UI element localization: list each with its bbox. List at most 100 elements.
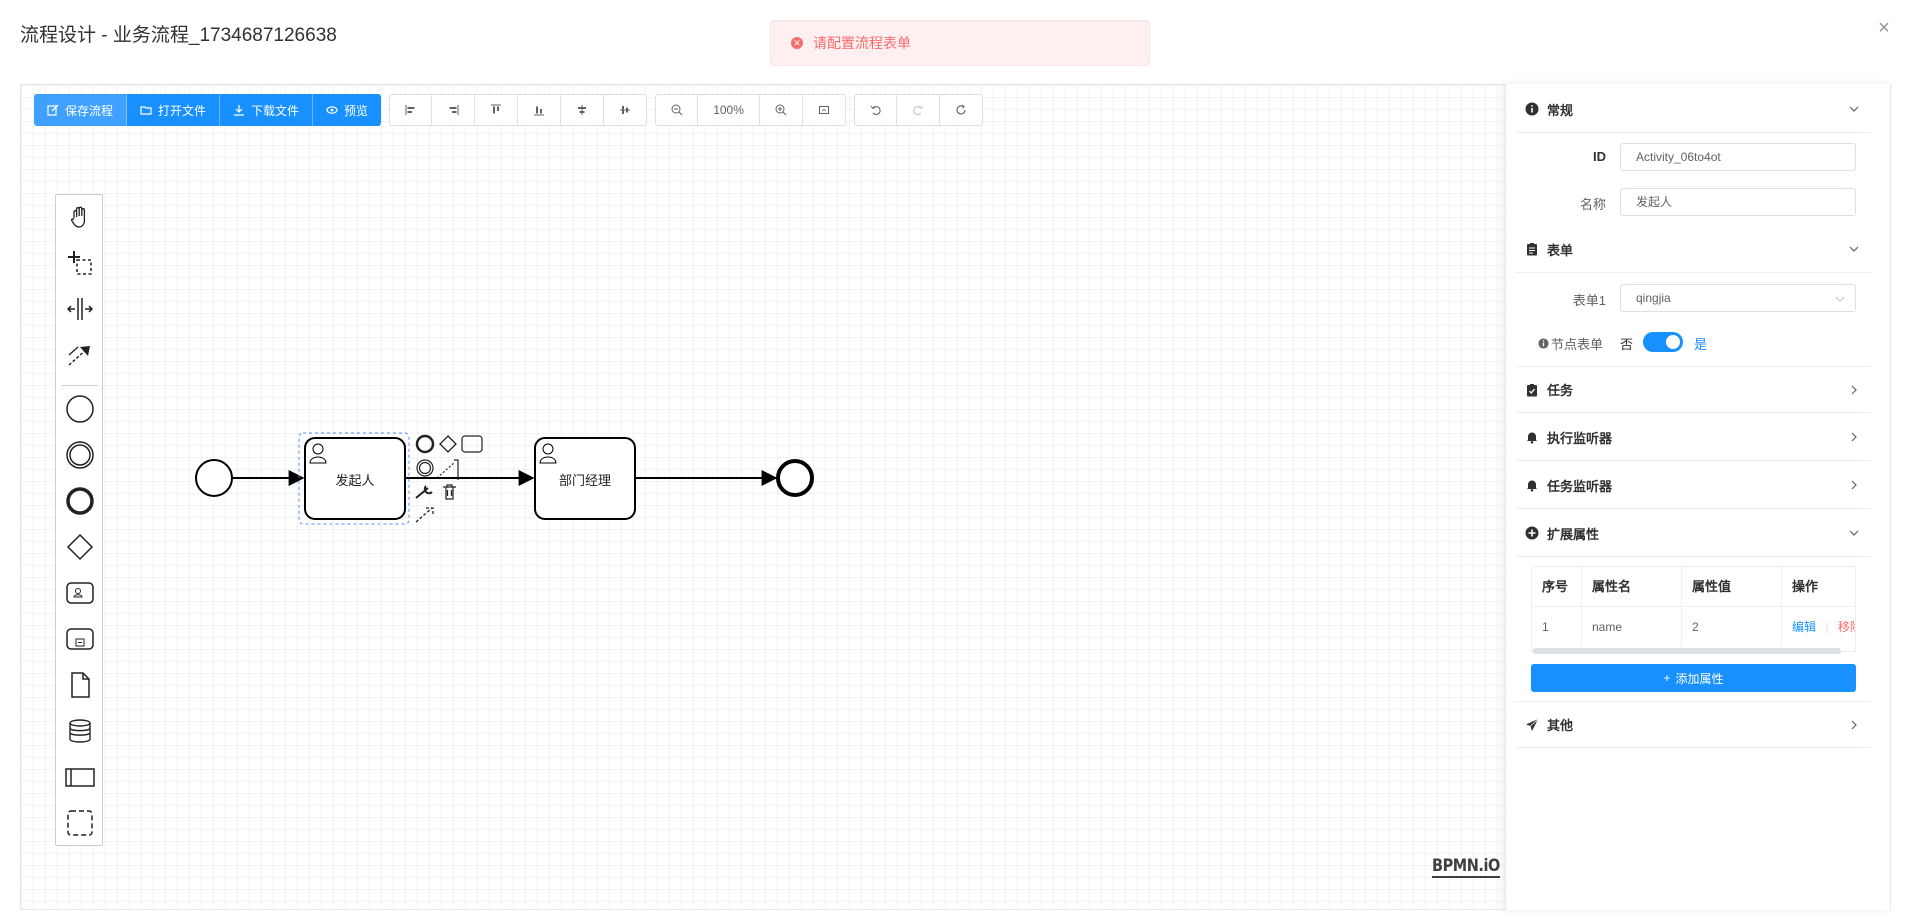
action-separator: | [1825, 620, 1829, 634]
undo-icon [870, 105, 881, 116]
col-header-index: 序号 [1532, 567, 1582, 607]
col-header-action: 操作 [1782, 567, 1855, 607]
name-label: 名称 [1579, 197, 1606, 212]
gateway-icon [66, 533, 94, 561]
align-bottom-icon [534, 106, 545, 116]
save-process-button[interactable]: 保存流程 [34, 94, 128, 126]
section-other-header[interactable]: 其他 [1515, 701, 1871, 748]
section-task-header[interactable]: 任务 [1515, 366, 1871, 413]
bpmn-io-logo[interactable]: BPMN.iO [1432, 856, 1500, 878]
create-data-store[interactable] [64, 715, 96, 747]
chevron-down-icon [1849, 106, 1859, 112]
zoom-out-icon [671, 104, 682, 116]
chevron-right-icon [1851, 720, 1857, 730]
align-top-button[interactable] [475, 94, 519, 126]
align-left-button[interactable] [389, 94, 433, 126]
create-subprocess[interactable] [64, 623, 96, 655]
download-file-label: 下载文件 [251, 103, 300, 118]
bpmn-canvas[interactable] [20, 84, 1510, 910]
zoom-out-button[interactable] [655, 94, 699, 126]
fit-viewport-button[interactable] [803, 94, 847, 126]
lasso-tool[interactable] [64, 247, 96, 279]
history-button-group [854, 94, 984, 126]
data-object-icon [71, 672, 90, 698]
section-ext-header[interactable]: 扩展属性 [1515, 510, 1871, 557]
create-end-event[interactable] [64, 485, 96, 517]
hand-icon [71, 206, 86, 228]
id-input[interactable]: Activity_06to4ot [1620, 143, 1856, 171]
eye-icon [326, 106, 338, 114]
align-bottom-button[interactable] [518, 94, 562, 126]
zoom-button-group: 100% [655, 94, 847, 126]
save-process-label: 保存流程 [65, 103, 114, 118]
chevron-down-icon [1835, 296, 1845, 302]
redo-button[interactable] [897, 94, 941, 126]
form1-select[interactable]: qingjia [1620, 284, 1856, 312]
fit-screen-icon [819, 106, 830, 114]
edit-icon [47, 104, 59, 116]
task-initiator-label: 发起人 [335, 473, 375, 488]
user-task-icon [66, 582, 94, 604]
create-intermediate-event[interactable] [64, 439, 96, 471]
space-tool[interactable] [64, 293, 96, 325]
node-form-label: 节点表单 [1551, 337, 1604, 352]
space-icon [66, 298, 94, 320]
remove-link[interactable]: 移除 [1837, 620, 1855, 634]
create-group[interactable] [64, 807, 96, 839]
node-form-switch[interactable] [1643, 332, 1683, 352]
palette-separator [62, 385, 98, 386]
section-task-title: 任务 [1547, 383, 1574, 398]
clipboard-icon [1525, 242, 1539, 256]
create-user-task[interactable] [64, 577, 96, 609]
chevron-right-icon [1851, 385, 1857, 395]
paper-plane-icon [1525, 718, 1539, 732]
cell-actions: 编辑 | 移除 [1782, 607, 1855, 647]
hand-tool[interactable] [64, 201, 96, 233]
create-data-object[interactable] [64, 669, 96, 701]
align-middle-icon [620, 106, 631, 114]
switch-off-label: 否 [1620, 337, 1634, 352]
zoom-in-button[interactable] [760, 94, 804, 126]
error-circle-icon: ✕ [791, 37, 803, 49]
section-form-header[interactable]: 表单 [1515, 226, 1871, 273]
cell-name: name [1582, 607, 1682, 647]
align-right-button[interactable] [432, 94, 476, 126]
plus-circle-icon [1525, 526, 1539, 540]
add-property-label: 添加属性 [1675, 671, 1724, 686]
close-icon[interactable]: × [1878, 17, 1890, 39]
reset-button[interactable] [940, 94, 984, 126]
lasso-icon [68, 251, 92, 275]
edit-link[interactable]: 编辑 [1792, 620, 1817, 634]
table-horizontal-scrollbar[interactable] [1533, 648, 1841, 654]
global-connect-tool[interactable] [64, 339, 96, 371]
align-right-icon [449, 105, 459, 115]
preview-button[interactable]: 预览 [313, 94, 382, 126]
align-center-button[interactable] [561, 94, 605, 126]
info-icon [1525, 102, 1539, 116]
align-middle-button[interactable] [604, 94, 648, 126]
download-file-button[interactable]: 下载文件 [220, 94, 314, 126]
add-property-button[interactable]: + 添加属性 [1531, 664, 1856, 692]
info-icon [1538, 338, 1549, 349]
undo-button[interactable] [854, 94, 898, 126]
section-exec-listener-header[interactable]: 执行监听器 [1515, 414, 1871, 461]
cell-value: 2 [1682, 607, 1782, 647]
chevron-right-icon [1851, 480, 1857, 490]
col-header-value: 属性值 [1682, 567, 1782, 607]
toast-message: 请配置流程表单 [813, 35, 911, 51]
id-label: ID [1593, 149, 1606, 164]
download-icon [234, 105, 245, 116]
form1-select-value: qingjia [1636, 291, 1671, 305]
section-general-header[interactable]: 常规 [1515, 86, 1871, 133]
open-file-button[interactable]: 打开文件 [127, 94, 221, 126]
node-form-row: 节点表单 [1538, 334, 1603, 353]
preview-label: 预览 [344, 103, 369, 118]
create-start-event[interactable] [64, 393, 96, 425]
subprocess-icon [66, 628, 94, 650]
section-task-listener-header[interactable]: 任务监听器 [1515, 462, 1871, 509]
create-pool[interactable] [64, 761, 96, 793]
chevron-down-icon [1849, 246, 1859, 252]
name-input[interactable]: 发起人 [1620, 188, 1856, 216]
end-event-icon [66, 487, 94, 515]
create-gateway[interactable] [64, 531, 96, 563]
